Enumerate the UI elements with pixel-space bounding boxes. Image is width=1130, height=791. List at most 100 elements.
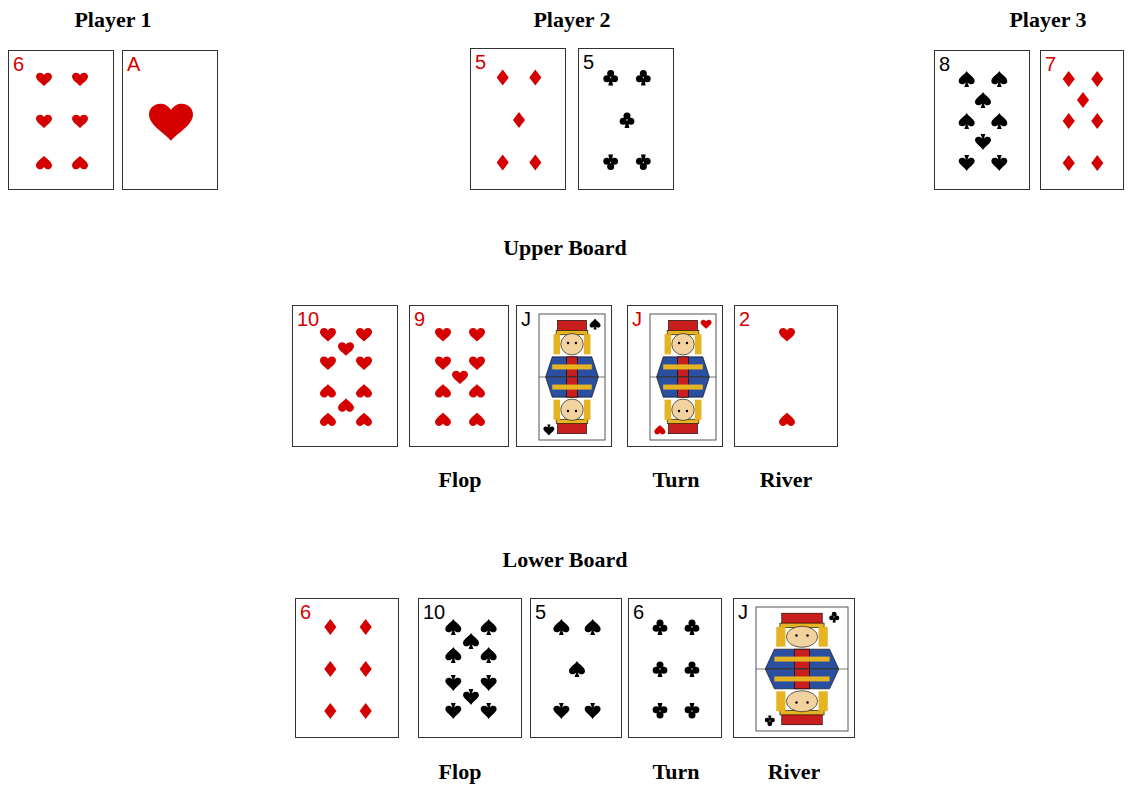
suit-pip [636, 155, 651, 171]
suit-pip [72, 115, 88, 129]
street-label: River [768, 760, 821, 784]
suit-pip [320, 356, 336, 370]
suit-pip [435, 328, 451, 342]
suit-pip [463, 689, 479, 705]
suit-pip [1077, 92, 1089, 108]
suit-pip [1063, 71, 1075, 87]
suit-pip [338, 342, 354, 356]
street-label: Flop [439, 760, 482, 784]
suit-pip [469, 384, 485, 398]
suit-pip [653, 703, 668, 719]
suit-pip [529, 69, 541, 85]
playing-card: A [122, 50, 218, 190]
suit-pip [435, 356, 451, 370]
suit-pip [463, 633, 479, 649]
playing-card: J [733, 598, 855, 738]
suit-pip [481, 619, 497, 635]
suit-pip [959, 155, 975, 171]
jack-figure [539, 314, 605, 440]
board-heading: Upper Board [503, 236, 627, 260]
card-rank: 10 [423, 602, 445, 622]
suit-pip [991, 71, 1007, 87]
suit-pip [356, 328, 372, 342]
suit-pip [603, 155, 618, 171]
card-picture [734, 599, 856, 739]
suit-pip [356, 356, 372, 370]
street-label: River [760, 468, 813, 492]
suit-pip [779, 328, 795, 342]
street-label: Turn [653, 468, 700, 492]
suit-pip [569, 661, 585, 677]
suit-pip [829, 612, 839, 623]
suit-pip [469, 356, 485, 370]
playing-card: 7 [1040, 50, 1124, 190]
suit-pip [360, 661, 372, 677]
board-heading: Lower Board [503, 548, 628, 572]
card-picture [735, 306, 839, 448]
playing-card: 10 [292, 305, 398, 447]
street-label: Turn [653, 760, 700, 784]
player-label: Player 1 [74, 8, 151, 32]
card-rank: 6 [13, 54, 24, 74]
playing-card: J [516, 305, 612, 447]
suit-pip [324, 661, 336, 677]
suit-pip [360, 703, 372, 719]
suit-pip [685, 703, 700, 719]
suit-pip [338, 398, 354, 412]
suit-pip [585, 619, 601, 635]
suit-pip [653, 661, 668, 677]
suit-pip [324, 703, 336, 719]
playing-card: 5 [530, 598, 622, 738]
suit-pip [765, 716, 775, 727]
suit-pip [553, 703, 569, 719]
card-rank: 7 [1045, 54, 1056, 74]
suit-pip [553, 619, 569, 635]
playing-card: 6 [628, 598, 722, 738]
suit-pip [469, 412, 485, 426]
playing-card: 6 [295, 598, 399, 738]
suit-pip [653, 619, 668, 635]
suit-pip [529, 155, 541, 171]
suit-pip [654, 425, 665, 434]
suit-pip [636, 70, 651, 86]
suit-pip [72, 156, 88, 170]
suit-pip [435, 384, 451, 398]
suit-pip [975, 92, 991, 108]
player-label: Player 2 [533, 8, 610, 32]
card-rank: 10 [297, 309, 319, 329]
suit-pip [1063, 113, 1075, 129]
suit-pip [445, 619, 461, 635]
suit-pip [685, 619, 700, 635]
suit-pip [1091, 71, 1103, 87]
suit-pip [497, 155, 509, 171]
suit-pip [469, 328, 485, 342]
suit-pip [779, 412, 795, 426]
suit-pip [356, 384, 372, 398]
street-label: Flop [439, 468, 482, 492]
suit-pip [975, 134, 991, 150]
suit-pip [959, 71, 975, 87]
suit-pip [320, 328, 336, 342]
jack-figure [650, 314, 716, 440]
card-rank: J [738, 602, 748, 622]
card-rank: 5 [475, 52, 486, 72]
suit-pip [72, 73, 88, 87]
suit-pip [590, 319, 601, 330]
suit-pip [360, 619, 372, 635]
suit-pip [991, 113, 1007, 129]
card-rank: 5 [535, 602, 546, 622]
card-rank: J [521, 309, 531, 329]
suit-pip [1091, 155, 1103, 171]
card-picture [296, 599, 400, 739]
suit-pip [324, 619, 336, 635]
playing-card: 10 [418, 598, 522, 738]
card-rank: 9 [414, 309, 425, 329]
suit-pip [701, 320, 712, 329]
suit-pip [149, 104, 193, 141]
card-rank: J [632, 309, 642, 329]
card-picture [628, 306, 724, 448]
playing-card: 5 [578, 48, 674, 190]
suit-pip [445, 647, 461, 663]
card-rank: 8 [939, 54, 950, 74]
